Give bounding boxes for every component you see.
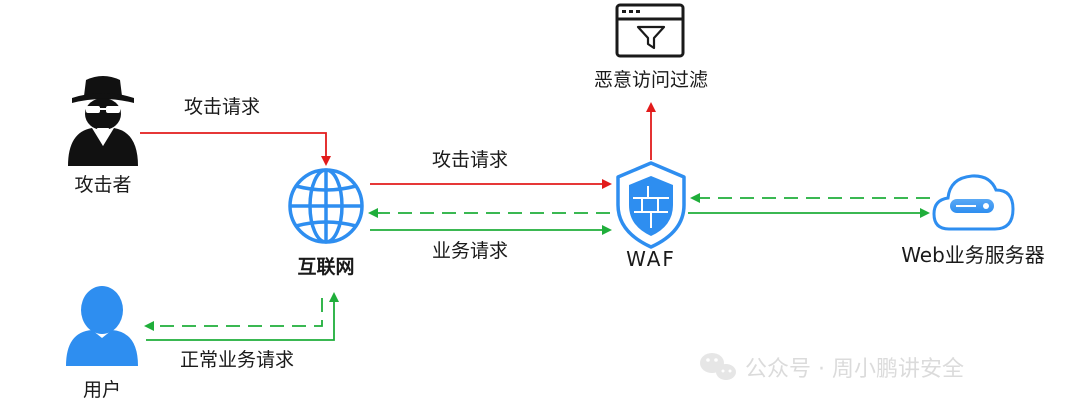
cloud-server-icon <box>932 174 1015 231</box>
watermark-text: 公众号 · 周小鹏讲安全 <box>745 357 964 382</box>
attacker-icon <box>68 76 138 166</box>
attacker-label: 攻击者 <box>74 174 131 196</box>
attack-request-label-mid: 攻击请求 <box>432 149 508 171</box>
globe-icon <box>288 168 364 244</box>
user-label: 用户 <box>83 379 121 401</box>
return-arrow-internet-to-user <box>144 298 323 331</box>
normal-business-request-label: 正常业务请求 <box>180 349 294 371</box>
watermark: 公众号 · 周小鹏讲安全 <box>700 353 964 382</box>
internet-label: 互联网 <box>297 256 354 278</box>
business-request-label: 业务请求 <box>432 240 508 262</box>
filter-label: 恶意访问过滤 <box>594 69 708 91</box>
attack-arrow-attacker-to-internet <box>140 132 331 166</box>
shield-icon <box>616 161 686 249</box>
business-flow <box>144 193 930 341</box>
web-server-label: Web业务服务器 <box>901 243 1045 267</box>
attack-request-label-left: 攻击请求 <box>184 96 260 118</box>
wechat-icon <box>700 353 736 380</box>
attack-flow <box>140 102 656 189</box>
filter-window-icon <box>615 3 685 58</box>
user-icon <box>66 286 138 366</box>
waf-label: WAF <box>626 247 676 271</box>
business-arrow-user-to-internet <box>146 292 339 341</box>
